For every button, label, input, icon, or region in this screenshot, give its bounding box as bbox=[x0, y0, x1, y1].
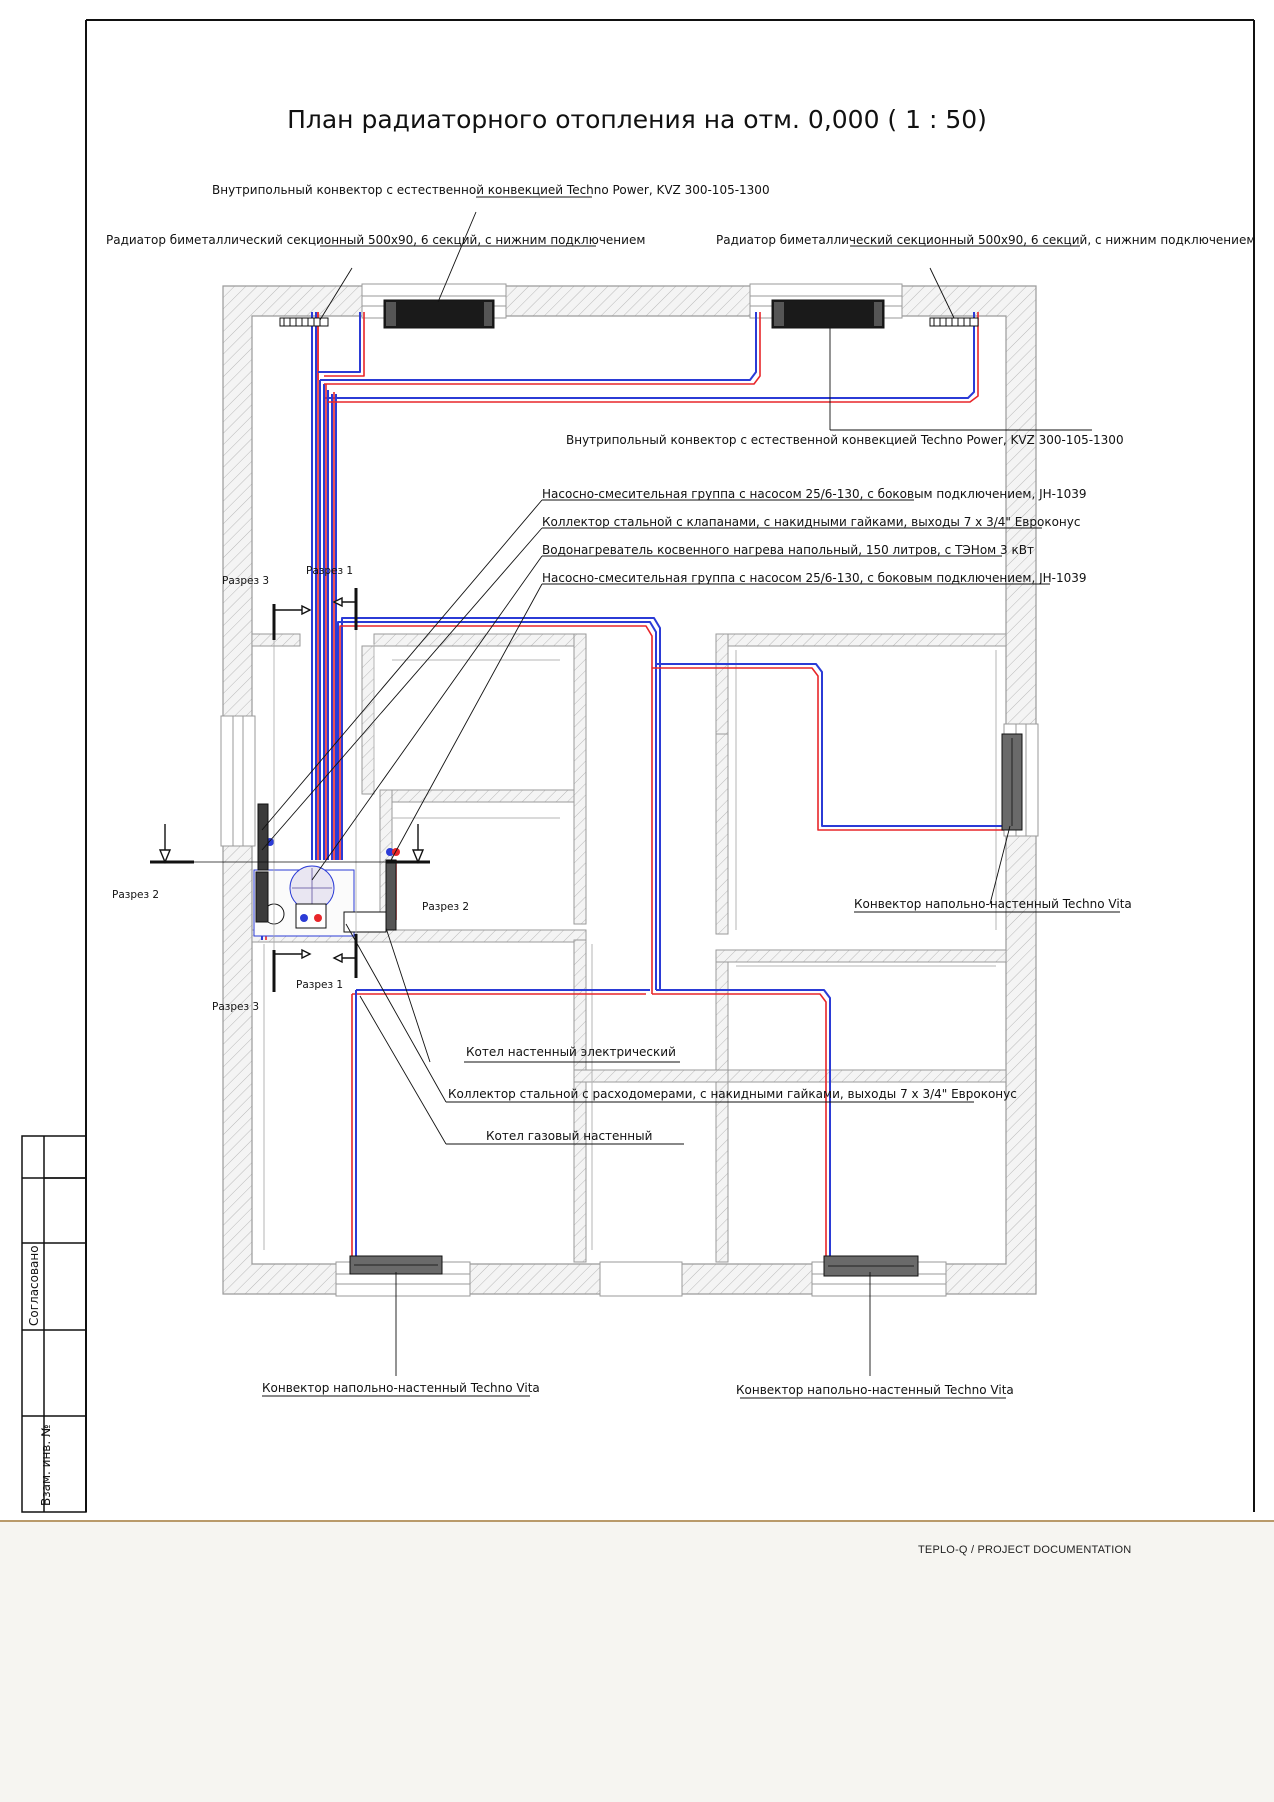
section-2-right-label: Разрез 2 bbox=[422, 901, 469, 913]
radiator-top-right bbox=[929, 317, 979, 327]
label-radiator-right: Радиатор биметаллический секционный 500х… bbox=[716, 233, 1255, 247]
footer-band bbox=[0, 1520, 1274, 1802]
label-water-heater: Водонагреватель косвенного нагрева напол… bbox=[542, 543, 1034, 557]
equipment bbox=[253, 299, 1023, 1277]
label-boiler-gas: Котел газовый настенный bbox=[486, 1129, 652, 1143]
convector-top-left bbox=[383, 299, 495, 329]
label-convector-vita-right: Конвектор напольно-настенный Techno Vita bbox=[854, 897, 1132, 911]
label-pump-group-1: Насосно-смесительная группа с насосом 25… bbox=[542, 487, 1087, 501]
interior-walls bbox=[251, 633, 1007, 1263]
convector-vita-right bbox=[1001, 733, 1023, 831]
convector-vita-bottom-right bbox=[823, 1255, 919, 1277]
section-1-bottom-label: Разрез 1 bbox=[296, 979, 343, 991]
label-boiler-electric: Котел настенный электрический bbox=[466, 1045, 676, 1059]
section-2-left-label: Разрез 2 bbox=[112, 889, 159, 901]
drawing-sheet: Согласовано Взам. инв. № План радиаторно… bbox=[21, 19, 1255, 1513]
label-radiator-left: Радиатор биметаллический секционный 500х… bbox=[106, 233, 645, 247]
footer-caption: TEPLO-Q / PROJECT DOCUMENTATION bbox=[918, 1544, 1132, 1556]
section-3-bottom-label: Разрез 3 bbox=[212, 1001, 259, 1013]
label-collector-valves: Коллектор стальной с клапанами, с накидн… bbox=[542, 515, 1080, 529]
convector-vita-bottom-left bbox=[349, 1255, 443, 1275]
inner-partitions bbox=[263, 644, 997, 1250]
convector-top-right bbox=[771, 299, 885, 329]
label-pump-group-2: Насосно-смесительная группа с насосом 25… bbox=[542, 571, 1087, 585]
section-1-top-label: Разрез 1 bbox=[306, 565, 353, 577]
leader-lines bbox=[261, 196, 1120, 1399]
callout-labels: Внутрипольный конвектор с естественной к… bbox=[106, 183, 1255, 1397]
side-stamp bbox=[21, 1135, 87, 1513]
stamp-agreed-label: Согласовано bbox=[27, 1245, 41, 1326]
boiler-room-equipment bbox=[253, 803, 400, 937]
label-convector-vita-bottom-left: Конвектор напольно-настенный Techno Vita bbox=[262, 1381, 540, 1395]
section-3-top-label: Разрез 3 bbox=[222, 575, 269, 587]
label-convector-mid: Внутрипольный конвектор с естественной к… bbox=[566, 433, 1124, 447]
drawing-title: План радиаторного отопления на отм. 0,00… bbox=[287, 105, 987, 134]
stamp-inventory-label: Взам. инв. № bbox=[39, 1425, 53, 1506]
radiator-top-left bbox=[279, 317, 329, 327]
label-convector-top: Внутрипольный конвектор с естественной к… bbox=[212, 183, 770, 197]
label-collector-flowmeters: Коллектор стальной с расходомерами, с на… bbox=[448, 1087, 1017, 1101]
label-convector-vita-bottom-right: Конвектор напольно-настенный Techno Vita bbox=[736, 1383, 1014, 1397]
